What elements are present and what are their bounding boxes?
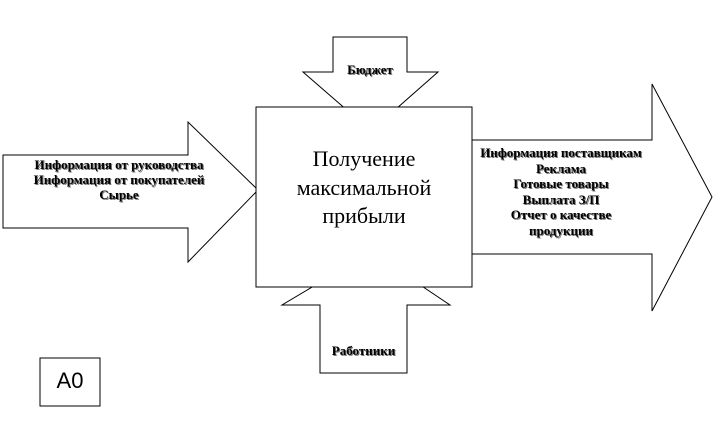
output-arrow-label: Информация поставщикам Реклама Готовые т… [480,145,642,238]
node-id-box [39,357,101,407]
function-box [255,106,473,288]
input-arrow [2,120,259,264]
node-id-label: A0 [56,368,84,393]
control-arrow-label: Бюджет [347,62,393,77]
input-arrow-label: Информация от руководства Информация от … [33,157,205,202]
mechanism-arrow-label: Работники [331,343,396,358]
output-arrow [469,83,713,312]
function-title: Получение максимальной прибыли [296,146,432,229]
control-arrow [301,36,440,132]
